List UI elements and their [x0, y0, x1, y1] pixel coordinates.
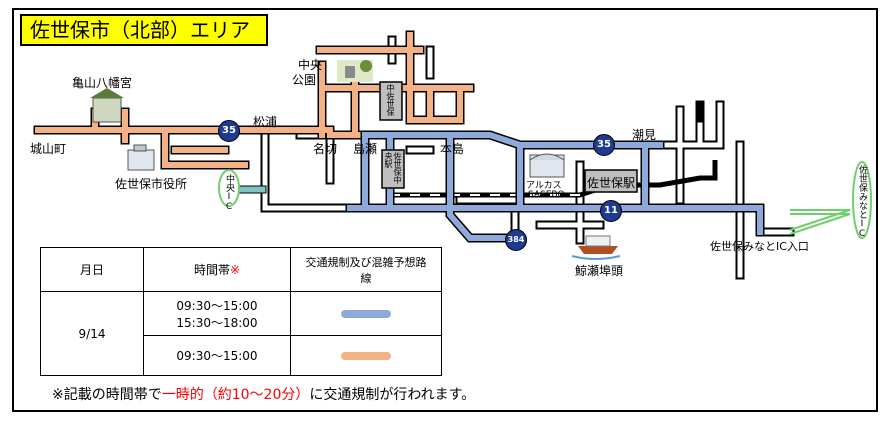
- sasebo-station-box: [584, 169, 638, 193]
- footnote: ※記載の時間帯で一時的（約10～20分）に交通規制が行われます。: [52, 387, 476, 403]
- legend-header-time: 時間帯※: [143, 247, 291, 292]
- chuo-ic-ramp: [237, 185, 267, 194]
- label-naka-sasebo: 中佐世保: [386, 84, 395, 116]
- legend-date: 9/14: [40, 291, 144, 376]
- chuo-ic-oval: [218, 169, 240, 207]
- label-shiroyama: 城山町: [30, 142, 67, 156]
- railway: [390, 160, 718, 198]
- label-arkas-1: アルカス: [526, 181, 562, 191]
- ship-icon: [571, 235, 621, 260]
- shrine-icon: [90, 88, 124, 123]
- label-sasebo-chuo: 佐世保中央駅: [384, 152, 402, 184]
- label-arkas-2: SASEBO: [528, 190, 565, 200]
- naka-sasebo-station-box: [379, 81, 403, 121]
- label-shimase: 島瀬: [353, 142, 378, 156]
- legend-row-1-swatch-cell: [290, 291, 442, 336]
- label-nakiri: 名切: [313, 142, 338, 156]
- label-kujira: 鯨瀬埠頭: [575, 264, 624, 278]
- route-11-shield: 11: [600, 200, 622, 222]
- label-minato-ic: 佐世保みなとIC: [857, 165, 867, 239]
- legend-header-route: 交通規制及び混雑予想路線: [290, 247, 442, 292]
- label-kameyama: 亀山八幡宮: [72, 76, 133, 90]
- label-matsuura: 松浦: [253, 115, 278, 129]
- label-chuo-ic: 中央IC: [224, 174, 234, 212]
- park-icon: [337, 60, 373, 82]
- city-hall-icon: [127, 144, 155, 171]
- label-chuo-park-1: 中央: [298, 58, 323, 72]
- minato-ic-ramp: [789, 209, 851, 235]
- page-title: 佐世保市（北部）エリア: [20, 14, 268, 46]
- blue-route-swatch: [341, 310, 391, 318]
- minato-ic-oval: [852, 161, 872, 239]
- label-cityhall: 佐世保市役所: [115, 177, 188, 191]
- sasebo-chuo-station-box: [381, 149, 405, 189]
- label-motoshima: 本島: [440, 142, 465, 156]
- route-35-shield-west: 35: [218, 120, 240, 142]
- label-chuo-park-2: 公園: [292, 73, 317, 87]
- label-shiomi: 潮見: [632, 128, 657, 142]
- legend-row-2-swatch-cell: [290, 335, 442, 376]
- orange-route-swatch: [341, 352, 391, 360]
- label-minato-entrance: 佐世保みなとIC入口: [710, 240, 809, 253]
- route-35-shield-east: 35: [593, 134, 615, 156]
- route-384-shield: 384: [505, 229, 527, 251]
- legend-header-date: 月日: [40, 247, 144, 292]
- label-sasebo-station: 佐世保駅: [587, 176, 636, 190]
- legend-row-2-times: 09:30～15:00: [143, 335, 291, 376]
- arkas-building-icon: [529, 153, 565, 178]
